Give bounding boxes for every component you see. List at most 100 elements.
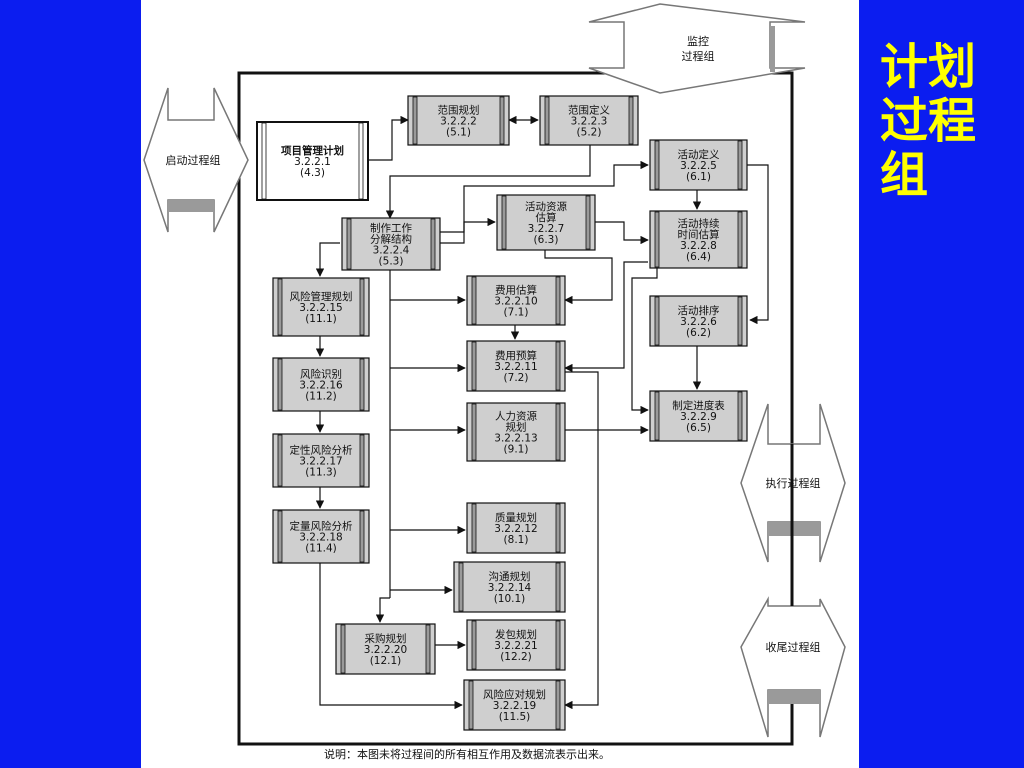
process-box-text: 分解结构 [370, 233, 412, 246]
process-box-pillar [277, 278, 283, 336]
process-box-pillar [471, 503, 477, 553]
process-box-pillar [737, 140, 743, 190]
process-box-text: 3.2.2.16 [299, 380, 343, 392]
process-box-frame [649, 390, 748, 442]
process-box-text: 3.2.2.13 [494, 433, 537, 445]
process-box-frame [335, 623, 436, 675]
process-box-text: 发包规划 [495, 628, 537, 641]
process-box-text: 时间估算 [678, 228, 720, 241]
process-box-text: (7.1) [504, 307, 529, 319]
process-box-pillar [471, 341, 477, 391]
process-box-text: 范围规划 [438, 104, 480, 117]
process-box-text: (12.2) [500, 651, 532, 663]
process-box-text: (9.1) [504, 444, 529, 456]
process-box-text: 3.2.2.5 [680, 160, 717, 172]
process-box-pillar [471, 276, 477, 325]
process-box-pillar [737, 391, 743, 441]
process-box-text: 定量风险分析 [290, 520, 353, 533]
process-box-text: 3.2.2.19 [493, 700, 536, 712]
process-box-text: 3.2.2.10 [494, 296, 537, 308]
process-box-text: (6.4) [686, 251, 711, 263]
process-box-frame [539, 95, 639, 146]
process-box-text: 3.2.2.20 [364, 644, 407, 656]
process-box-text: (5.1) [446, 127, 471, 139]
process-box-text: 3.2.2.12 [494, 523, 537, 535]
process-box-pillar [555, 276, 561, 325]
process-box-pillar [654, 391, 660, 441]
process-box-text: 风险识别 [300, 368, 342, 381]
process-box-pillar [340, 624, 346, 674]
process-box-text: 3.2.2.8 [680, 240, 717, 252]
process-box-text: (6.2) [686, 327, 711, 339]
process-box-frame [341, 217, 441, 271]
process-box-text: 3.2.2.9 [680, 411, 717, 423]
process-box-text: (6.5) [686, 422, 711, 434]
process-box-text: 3.2.2.7 [528, 223, 565, 235]
process-box-pillar [359, 434, 365, 487]
process-box-pillar [737, 296, 743, 346]
process-box-text: 活动定义 [678, 148, 720, 161]
slide-title: 计划 过程 组 [880, 39, 977, 203]
process-box-text: 定性风险分析 [290, 444, 353, 457]
process-box-text: (5.3) [379, 256, 404, 268]
process-box-pillar [499, 96, 505, 145]
process-box-frame [272, 357, 370, 412]
process-box-frame [466, 619, 566, 671]
process-box-text: 活动持续 [678, 217, 720, 230]
process-box-text: 人力资源 [495, 410, 537, 423]
initiating-group-label: 启动过程组 [166, 153, 221, 167]
process-box-pillar [654, 296, 660, 346]
closing-group-arrow: 收尾过程组 [740, 596, 846, 738]
process-box-pillar [555, 620, 561, 670]
process-box-pillar [430, 218, 436, 270]
process-box-text: 制定进度表 [672, 399, 725, 412]
process-box-text: 3.2.2.15 [299, 302, 342, 314]
process-box-text: 沟通规划 [489, 570, 531, 583]
process-box-frame [466, 340, 566, 392]
process-box-frame [463, 679, 566, 731]
process-box-text: 3.2.2.3 [571, 116, 608, 128]
process-box-text: 制作工作 [370, 222, 412, 235]
process-box-frame [272, 277, 370, 337]
process-box-frame [466, 402, 566, 462]
process-box-frame [272, 509, 370, 564]
process-box-frame [407, 95, 510, 146]
process-box-text: 3.2.2.18 [299, 532, 342, 544]
process-box-pillar [628, 96, 634, 145]
process-box-pillar [555, 680, 561, 730]
process-box-pillar [359, 278, 365, 336]
footnote: 说明：本图未将过程间的所有相互作用及数据流表示出来。 [324, 747, 610, 761]
process-box-text: 费用预算 [495, 349, 537, 362]
process-box-frame [453, 561, 566, 613]
process-box-pillar [458, 562, 464, 612]
process-box-pillar [544, 96, 550, 145]
process-box-text: 规划 [506, 421, 527, 434]
process-box-frame [496, 194, 596, 251]
process-box-text: (11.3) [305, 467, 337, 479]
process-box-frame [649, 210, 748, 269]
process-box-text: 活动排序 [678, 304, 720, 317]
process-box-text: 项目管理计划 [281, 144, 344, 157]
process-box-text: 风险管理规划 [290, 290, 353, 303]
process-box-text: 活动资源 [525, 200, 567, 213]
process-box-pillar [555, 562, 561, 612]
process-box-pillar [555, 403, 561, 461]
process-box-text: (7.2) [504, 372, 529, 384]
process-box-text: (11.4) [305, 543, 337, 555]
process-box-text: (12.1) [370, 655, 402, 667]
process-box-text: (6.3) [534, 234, 559, 246]
process-box-text: 3.2.2.4 [373, 245, 410, 257]
process-box-text: 3.2.2.11 [494, 361, 537, 373]
